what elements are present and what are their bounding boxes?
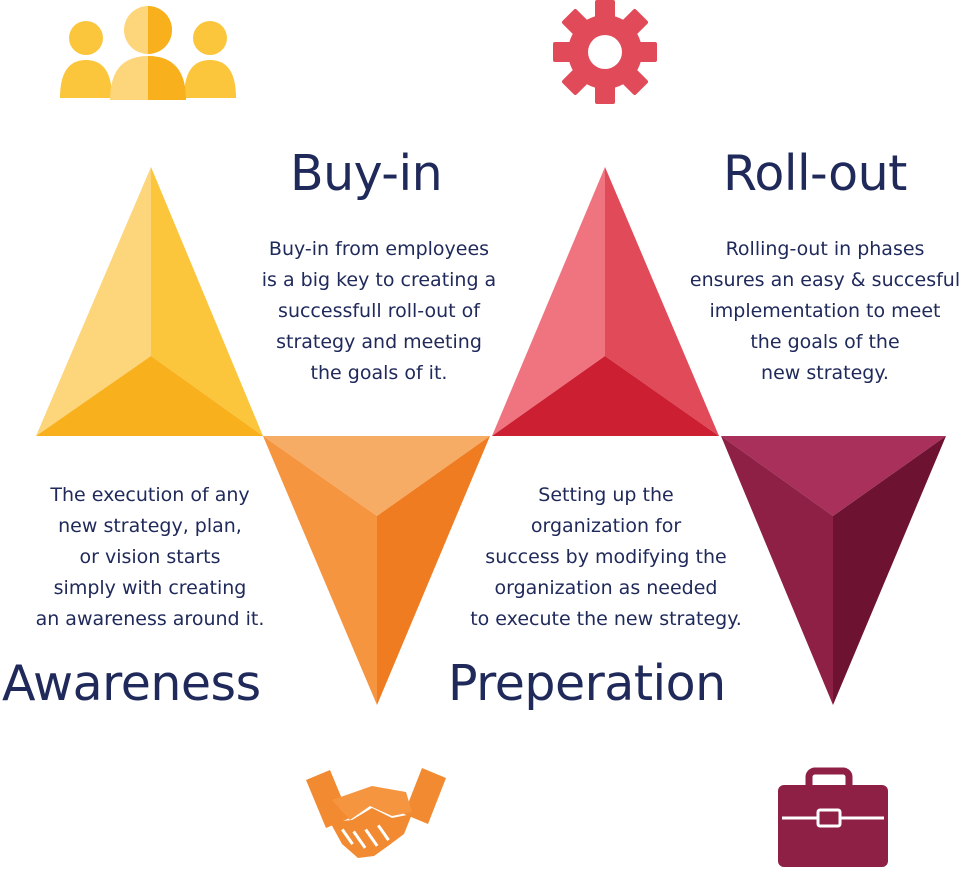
- buy-in-triangle: [263, 436, 490, 705]
- buy-in-title: Buy-in: [290, 145, 443, 202]
- preperation-title: Preperation: [448, 655, 726, 712]
- roll-out-triangle: [721, 436, 946, 705]
- buy-in-description-line: strategy and meeting: [276, 331, 482, 353]
- buy-in-description-line: the goals of it.: [310, 362, 448, 384]
- awareness-description-line: an awareness around it.: [35, 608, 265, 630]
- awareness-description-line: simply with creating: [53, 577, 247, 599]
- handshake-icon: [306, 768, 446, 858]
- roll-out-description-line: new strategy.: [761, 362, 889, 384]
- awareness-description-line: new strategy, plan,: [58, 515, 242, 537]
- roll-out-description-line: Rolling-out in phases: [725, 238, 925, 260]
- awareness-triangle: [36, 167, 263, 436]
- roll-out-description-line: ensures an easy & succesful: [689, 269, 961, 291]
- preperation-description-line: success by modifying the: [485, 546, 727, 568]
- preperation-description-line: to execute the new strategy.: [470, 608, 742, 630]
- buy-in-description-line: successfull roll-out of: [278, 300, 480, 322]
- preperation-description-line: Setting up the: [538, 484, 674, 506]
- preperation-description: Setting up the organization for success …: [450, 480, 762, 635]
- preperation-description-line: organization for: [530, 515, 682, 537]
- roll-out-title: Roll-out: [723, 145, 907, 202]
- briefcase-icon: [778, 767, 888, 867]
- buy-in-description-line: is a big key to creating a: [261, 269, 497, 291]
- awareness-title: Awareness: [2, 655, 261, 712]
- awareness-description-line: or vision starts: [79, 546, 221, 568]
- gear-icon: [553, 0, 657, 104]
- people-group-icon: [60, 6, 236, 100]
- buy-in-description-line: Buy-in from employees: [268, 238, 490, 260]
- buy-in-description: Buy-in from employees is a big key to cr…: [244, 234, 514, 389]
- roll-out-description: Rolling-out in phases ensures an easy & …: [680, 234, 970, 389]
- preperation-triangle: [492, 167, 719, 436]
- roll-out-description-line: implementation to meet: [709, 300, 941, 322]
- awareness-description-line: The execution of any: [50, 484, 250, 506]
- awareness-description: The execution of any new strategy, plan,…: [10, 480, 290, 635]
- preperation-description-line: organization as needed: [494, 577, 718, 599]
- roll-out-description-line: the goals of the: [750, 331, 900, 353]
